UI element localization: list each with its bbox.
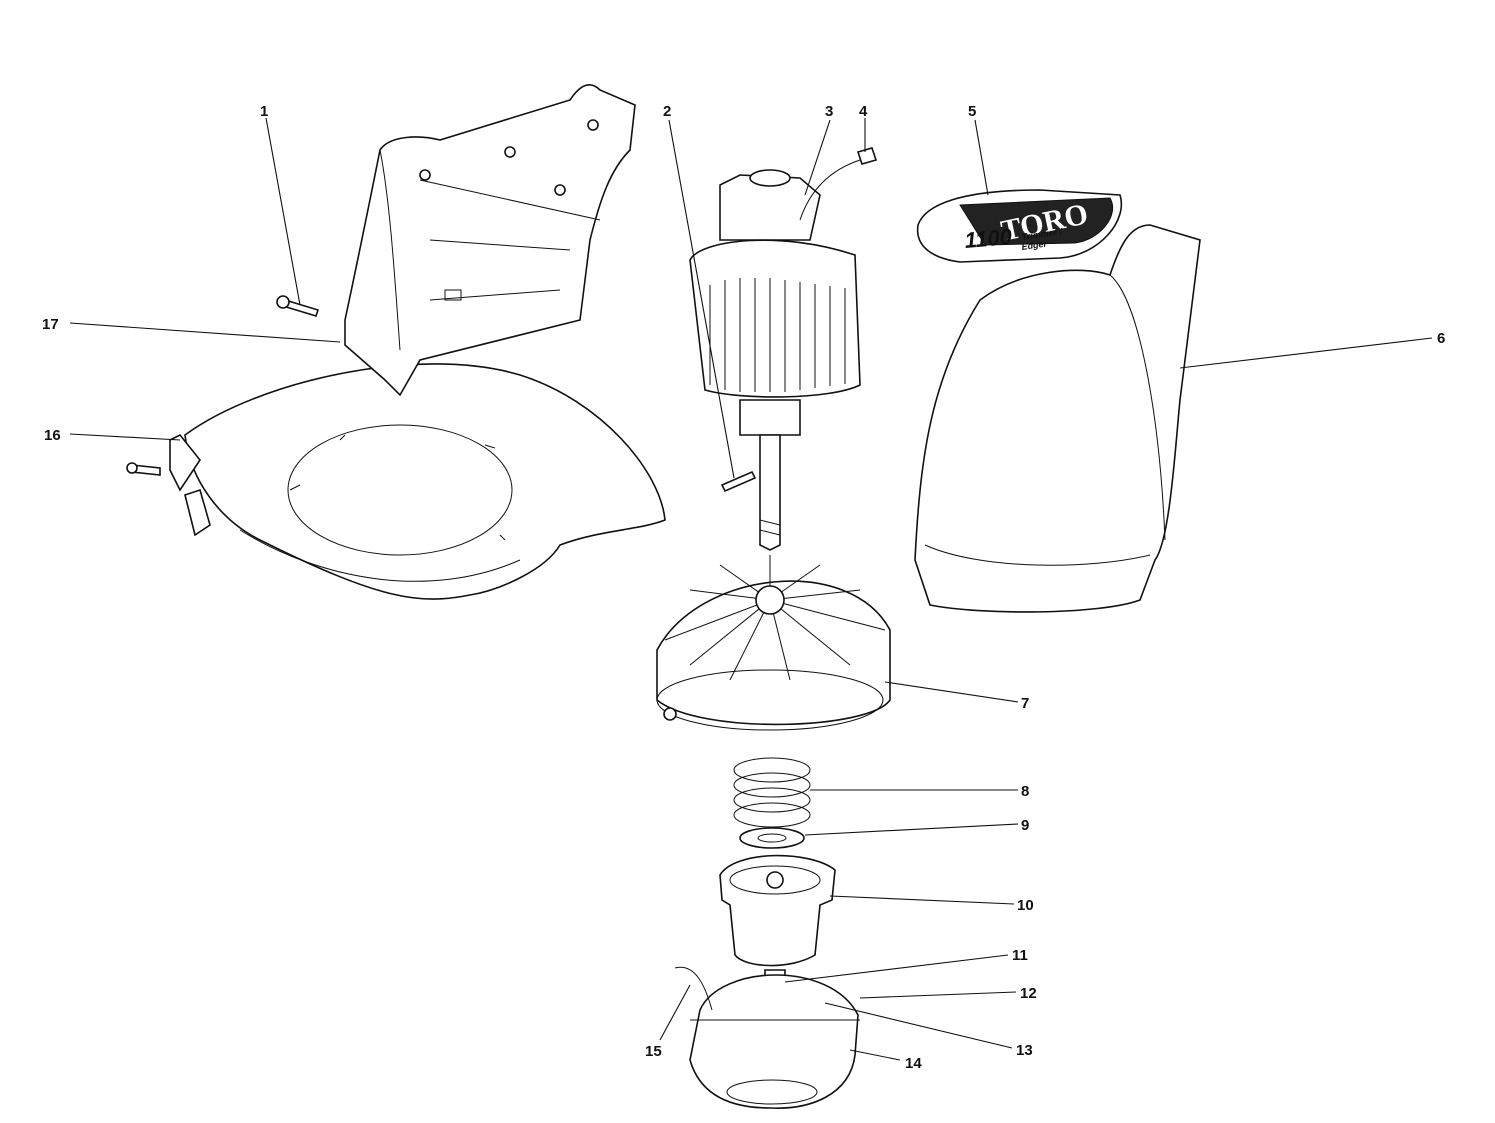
leader-11 [784,954,1009,983]
decal-product-line2: Edger [1021,238,1048,252]
callout-7: 7 [1021,695,1029,712]
spool-housing [689,974,860,1109]
callout-numbers: 1 2 3 4 5 6 7 8 9 10 11 12 13 14 15 16 1… [42,103,1445,1072]
decal-model: 1100 [964,224,1014,253]
callout-3: 3 [825,103,833,120]
callout-12: 12 [1020,985,1037,1002]
callout-14: 14 [905,1055,922,1072]
motor-assembly [689,169,861,551]
fan-impeller [656,555,891,731]
callout-9: 9 [1021,817,1029,834]
leader-15 [659,984,691,1041]
callout-8: 8 [1021,783,1029,800]
leader-7 [884,681,1019,703]
leader-10 [829,895,1015,905]
drive-pin [720,470,757,493]
leader-5 [974,119,989,196]
handle-housing [344,84,636,397]
washer [739,827,805,849]
spring [733,757,811,828]
motor-lead-wire [799,147,878,221]
shield-screw [126,462,161,476]
callout-17: 17 [42,316,59,333]
leader-6 [1179,337,1433,369]
toro-logo-plate [959,197,1113,246]
leader-2 [668,119,735,479]
trimmer-line [674,966,713,1011]
callout-16: 16 [44,427,61,444]
spool [719,854,836,967]
callout-5: 5 [968,103,976,120]
callout-6: 6 [1437,330,1445,347]
leader-13 [824,1002,1013,1049]
motor-cover [914,224,1201,613]
callout-13: 13 [1016,1042,1033,1059]
leader-1 [265,117,301,306]
leader-14 [849,1049,901,1061]
housing-screw [276,295,320,317]
deflector-shield [169,363,666,600]
leader-3 [804,119,831,196]
leader-17 [69,322,341,343]
leader-12 [859,991,1017,999]
callout-11: 11 [1012,947,1028,964]
callout-10: 10 [1017,897,1034,914]
callout-4: 4 [859,103,868,120]
leader-16 [69,433,181,441]
callout-1: 1 [260,103,268,120]
callout-2: 2 [663,103,671,120]
toro-decal: TORO 1100 Trimmer / Edger [916,189,1123,263]
leader-lines [69,117,1433,1061]
leader-9 [804,823,1019,836]
callout-15: 15 [645,1043,662,1060]
